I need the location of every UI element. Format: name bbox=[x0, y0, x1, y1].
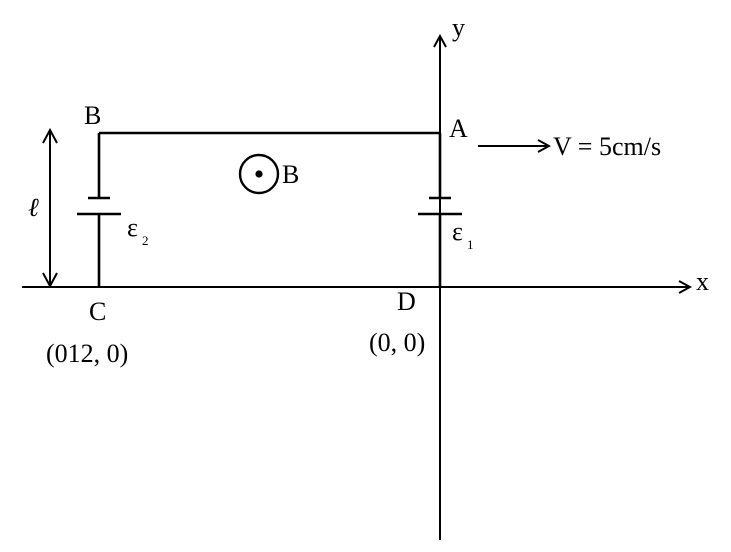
point-a-label: A bbox=[449, 114, 468, 143]
point-c-label: C bbox=[89, 297, 106, 326]
length-label: ℓ bbox=[28, 193, 39, 222]
point-d-coordinate: (0, 0) bbox=[369, 328, 425, 357]
battery-left-subscript: 2 bbox=[142, 233, 149, 248]
point-d-label: D bbox=[397, 287, 416, 316]
battery-right-symbol: ε bbox=[452, 217, 463, 246]
length-arrowhead-top bbox=[42, 127, 58, 144]
battery-right-subscript: 1 bbox=[467, 237, 474, 252]
x-axis-label: x bbox=[696, 267, 709, 296]
battery-left-symbol: ε bbox=[127, 213, 138, 242]
point-b-label: B bbox=[84, 101, 101, 130]
velocity-label: V = 5cm/s bbox=[553, 132, 661, 161]
point-c-coordinate: (012, 0) bbox=[46, 339, 128, 368]
magnetic-field-label: B bbox=[282, 160, 299, 189]
magnetic-field-dot bbox=[255, 170, 263, 178]
length-arrowhead-bottom bbox=[42, 272, 58, 289]
magnetic-field-out-icon bbox=[238, 153, 280, 195]
y-axis-label: y bbox=[452, 13, 465, 42]
